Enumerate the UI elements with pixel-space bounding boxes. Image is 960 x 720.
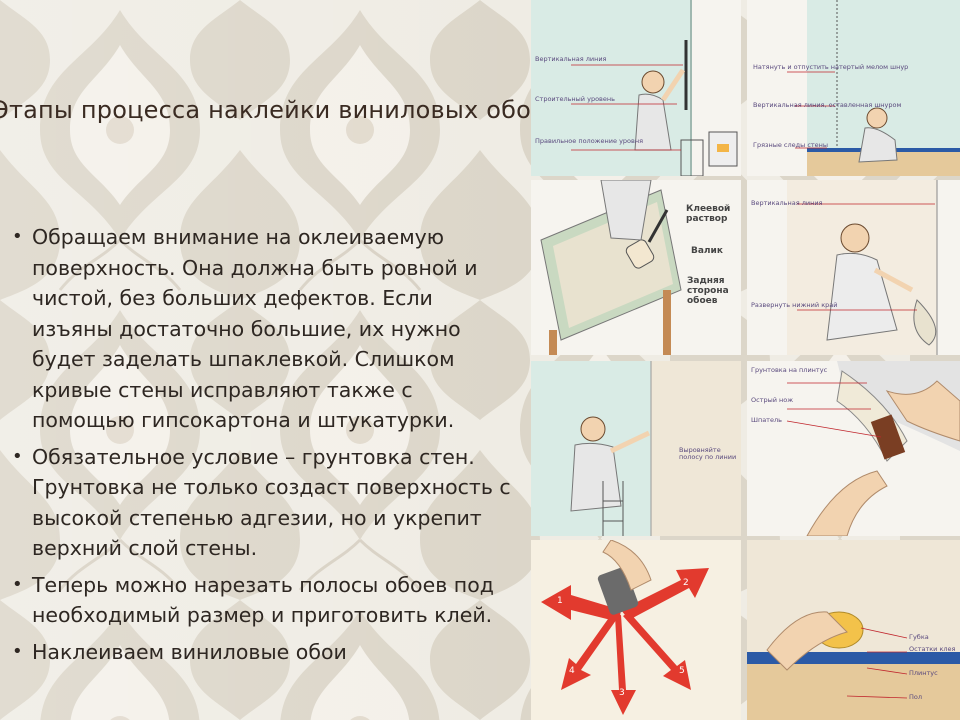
illustration-panel-4: Вертикальная линия Развернуть нижний кра…: [747, 180, 960, 355]
trimming-excess-illustration: [747, 361, 960, 536]
label-roller: Валик: [691, 246, 723, 256]
bullet-list: • Обращаем внимание на оклеиваемую поверх…: [8, 222, 520, 673]
label-primer-plinth: Грунтовка на плинтус: [751, 366, 828, 374]
illustration-panel-3: Клеевой раствор Валик Задняя сторона обо…: [531, 180, 741, 355]
label-glue-solution: Клеевой раствор: [686, 204, 731, 224]
label-cord-line: Вертикальная линия, оставленная шнуром: [753, 101, 902, 109]
label-wallpaper-back: Задняя сторона обоев: [687, 276, 729, 306]
bullet-dot-icon: •: [12, 226, 23, 247]
illustration-panel-6: Грунтовка на плинтус Острый нож Шпатель: [747, 361, 960, 536]
bullet-item: • Наклеиваем виниловые обои: [8, 637, 520, 668]
label-level-position: Правильное положение уровня: [535, 137, 644, 145]
label-vertical-line-2: Вертикальная линия: [751, 199, 823, 207]
arrow-number-5: 5: [679, 666, 685, 676]
bullet-item: • Теперь можно нарезать полосы обоев под…: [8, 570, 520, 631]
bullet-text: Теперь можно нарезать полосы обоев под н…: [32, 572, 494, 628]
marking-vertical-line-illustration: [531, 0, 741, 176]
label-chalk-cord: Натянуть и отпустить натертый мелом шнур: [753, 63, 909, 71]
illustration-panel-1: Вертикальная линия Строительный уровень …: [531, 0, 741, 176]
arrow-number-1: 1: [557, 596, 563, 606]
bullet-item: • Обращаем внимание на оклеиваемую поверх…: [8, 222, 520, 436]
label-spatula: Шпатель: [751, 416, 782, 424]
label-sharp-knife: Острый нож: [751, 396, 794, 404]
label-glue-residue: Остатки клея: [909, 645, 956, 653]
illustration-panel-7: 1 2 3 4 5: [531, 540, 741, 720]
label-plinth: Плинтус: [909, 669, 938, 677]
label-sponge: Губка: [909, 633, 929, 641]
bullet-item: • Обязательное условие – грунтовка стен. …: [8, 442, 520, 564]
bullet-text: Обязательное условие – грунтовка стен. Г…: [32, 444, 511, 561]
bullet-dot-icon: •: [12, 445, 23, 467]
bullet-text: Наклеиваем виниловые обои: [32, 639, 347, 664]
illustration-panel-2: Натянуть и отпустить натертый мелом шнур…: [747, 0, 960, 176]
label-building-level: Строительный уровень: [535, 95, 615, 103]
bullet-dot-icon: •: [12, 573, 23, 595]
slide-title: Этапы процесса наклейки виниловых обоев: [0, 96, 561, 124]
hanging-strip-illustration: [747, 180, 960, 355]
bullet-dot-icon: •: [12, 640, 23, 662]
smoothing-directions-illustration: [531, 540, 741, 720]
applying-glue-illustration: [531, 180, 741, 355]
arrow-number-4: 4: [569, 666, 575, 676]
label-dirty-marks: Грязные следы стены: [753, 141, 829, 149]
aligning-strip-illustration: [531, 361, 741, 536]
chalk-line-illustration: [747, 0, 960, 176]
label-align-strip: Выровняйте полосу по линии: [679, 446, 737, 461]
arrow-number-3: 3: [619, 688, 625, 698]
illustration-panel-5: Выровняйте полосу по линии: [531, 361, 741, 536]
illustration-panel-8: Губка Остатки клея Плинтус Пол: [747, 540, 960, 720]
label-vertical-line: Вертикальная линия: [535, 55, 607, 63]
bullet-text: Обращаем внимание на оклеиваемую поверхн…: [32, 225, 478, 432]
arrow-number-2: 2: [683, 578, 689, 588]
label-unfold-bottom: Развернуть нижний край: [751, 301, 838, 309]
sponge-cleanup-illustration: [747, 540, 960, 720]
label-floor: Пол: [909, 693, 923, 701]
